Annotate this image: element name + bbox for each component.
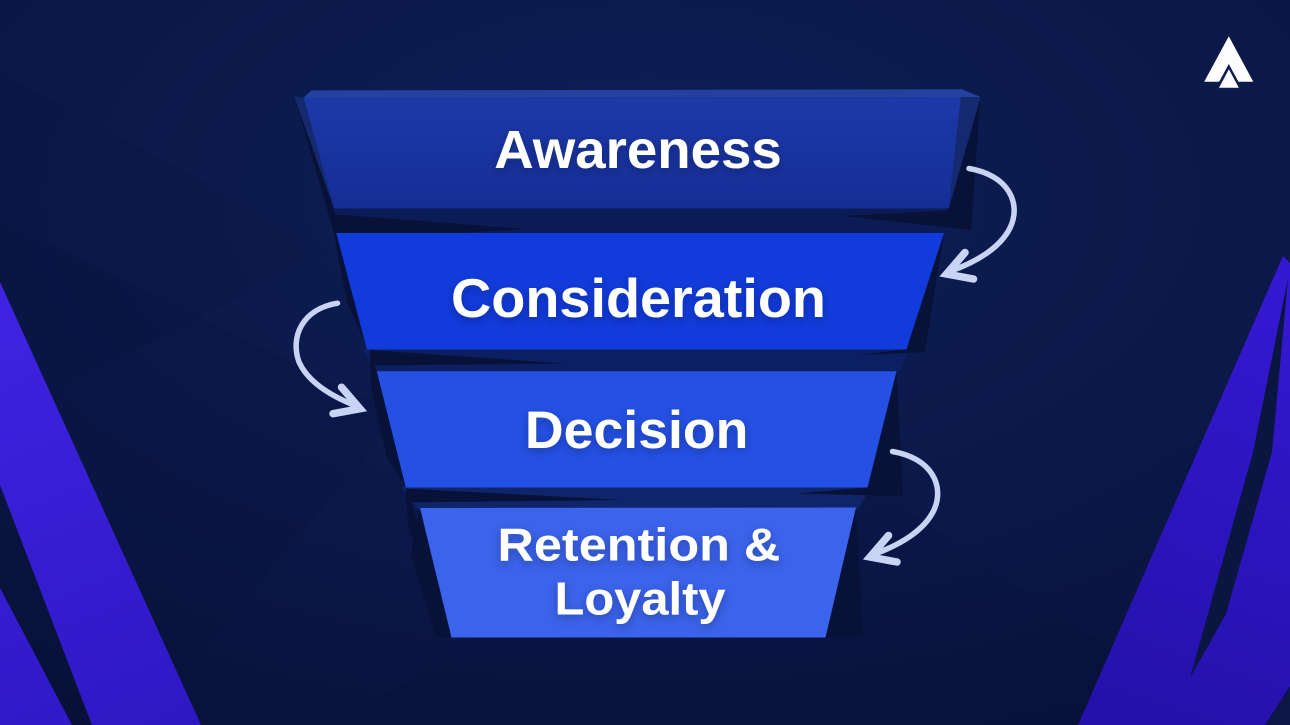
svg-text:Loyalty: Loyalty [555,573,726,625]
svg-text:Consideration: Consideration [451,267,826,329]
svg-text:Awareness: Awareness [494,120,782,180]
svg-text:Decision: Decision [525,401,749,460]
svg-text:Retention &: Retention & [498,519,781,571]
